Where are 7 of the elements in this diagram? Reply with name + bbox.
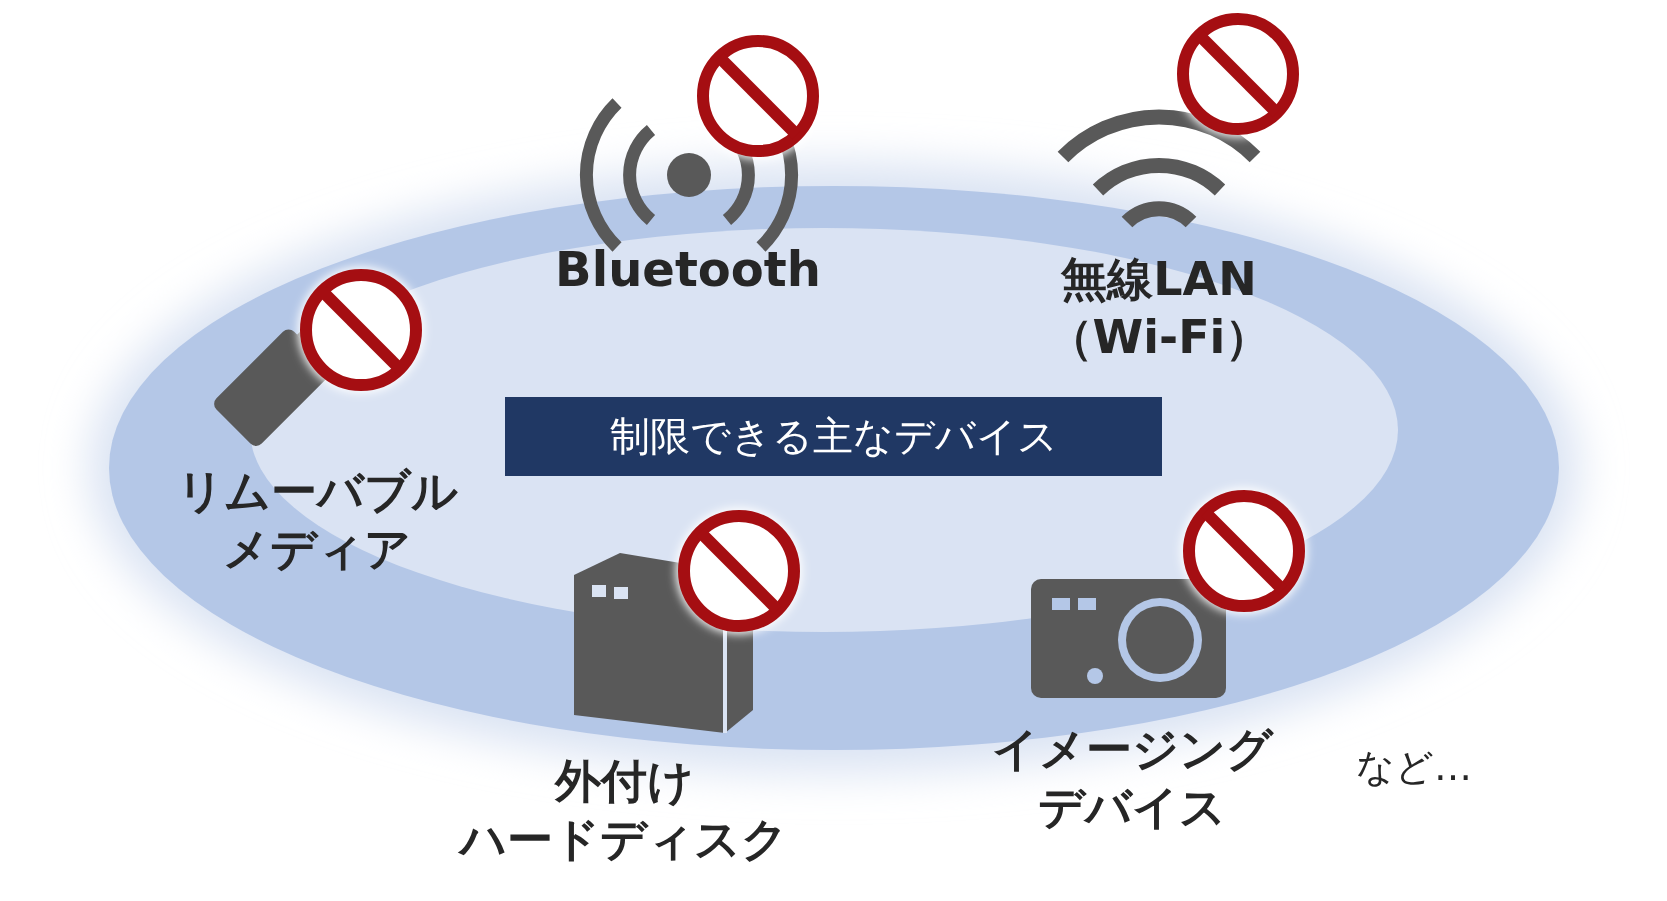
heading-box: 制限できる主なデバイス xyxy=(505,397,1162,476)
device-label: 無線LAN（Wi-Fi） xyxy=(1046,251,1272,366)
device-label: リムーバブルメディア xyxy=(176,463,458,578)
device-label: イメージングデバイス xyxy=(991,721,1273,836)
note-text: など… xyxy=(1356,744,1472,791)
device-label: Bluetooth xyxy=(555,240,821,298)
device-label: 外付けハードディスク xyxy=(460,753,788,868)
